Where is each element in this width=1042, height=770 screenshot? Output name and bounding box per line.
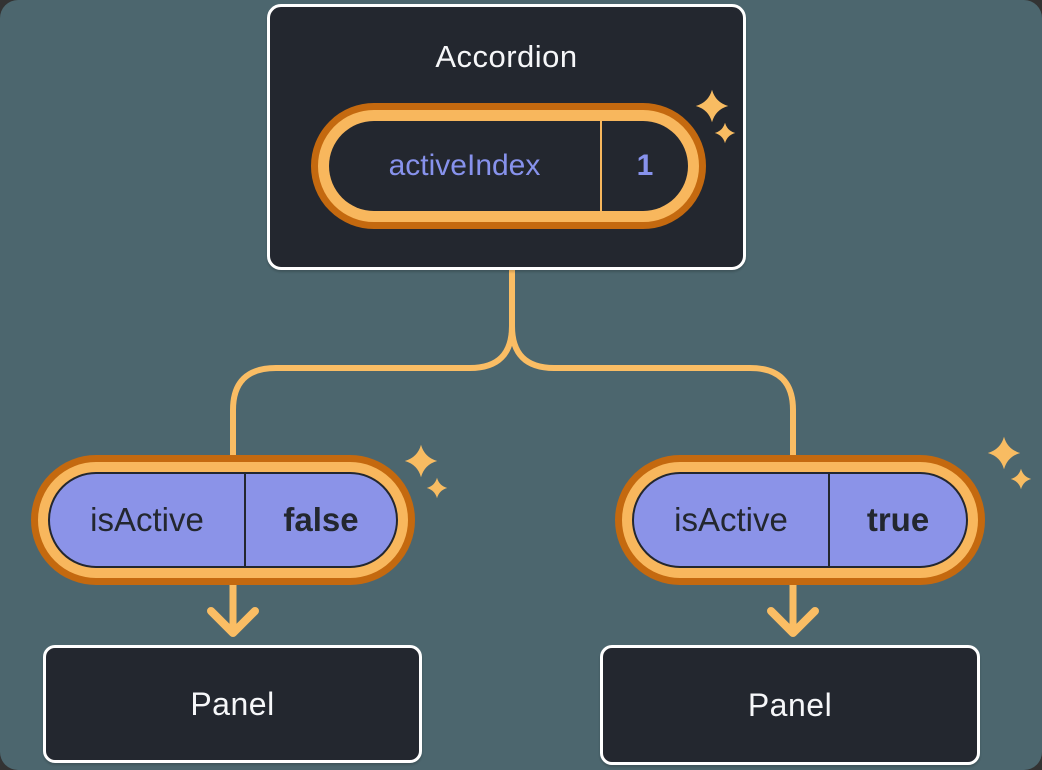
panel-box-left: Panel <box>43 645 422 763</box>
prop-label: isActive <box>674 501 788 538</box>
panel-title: Panel <box>190 685 275 722</box>
prop-pill-isactive-false: isActive false <box>31 455 415 585</box>
prop-pill-isactive-true: isActive true <box>615 455 985 585</box>
sparkle-icon <box>695 89 729 123</box>
accordion-title: Accordion <box>435 39 578 74</box>
prop-value: false <box>283 501 359 538</box>
panel-title: Panel <box>747 686 833 723</box>
sparkle-icon <box>404 444 438 478</box>
prop-label: isActive <box>90 501 204 538</box>
state-pill-core: activeIndex 1 <box>329 121 688 211</box>
state-value: 1 <box>636 149 654 182</box>
state-label: activeIndex <box>388 149 541 182</box>
tree-connector-right-branch <box>509 325 796 470</box>
sparkle-icon <box>987 436 1021 470</box>
prop-pill-divider <box>828 474 830 566</box>
prop-pill-divider <box>244 474 246 566</box>
arrow-down-icon <box>767 607 819 637</box>
state-pill-divider <box>600 121 602 211</box>
arrow-down-icon <box>207 607 259 637</box>
sparkle-icon <box>1010 468 1032 490</box>
state-pill: activeIndex 1 <box>311 103 706 229</box>
sparkle-icon <box>714 122 736 144</box>
prop-pill-core: isActive false <box>48 472 398 568</box>
sparkle-icon <box>426 477 448 499</box>
prop-pill-core: isActive true <box>632 472 968 568</box>
panel-box-right: Panel <box>600 645 980 765</box>
prop-value: true <box>866 501 930 538</box>
tree-connector-left-branch <box>230 325 515 470</box>
